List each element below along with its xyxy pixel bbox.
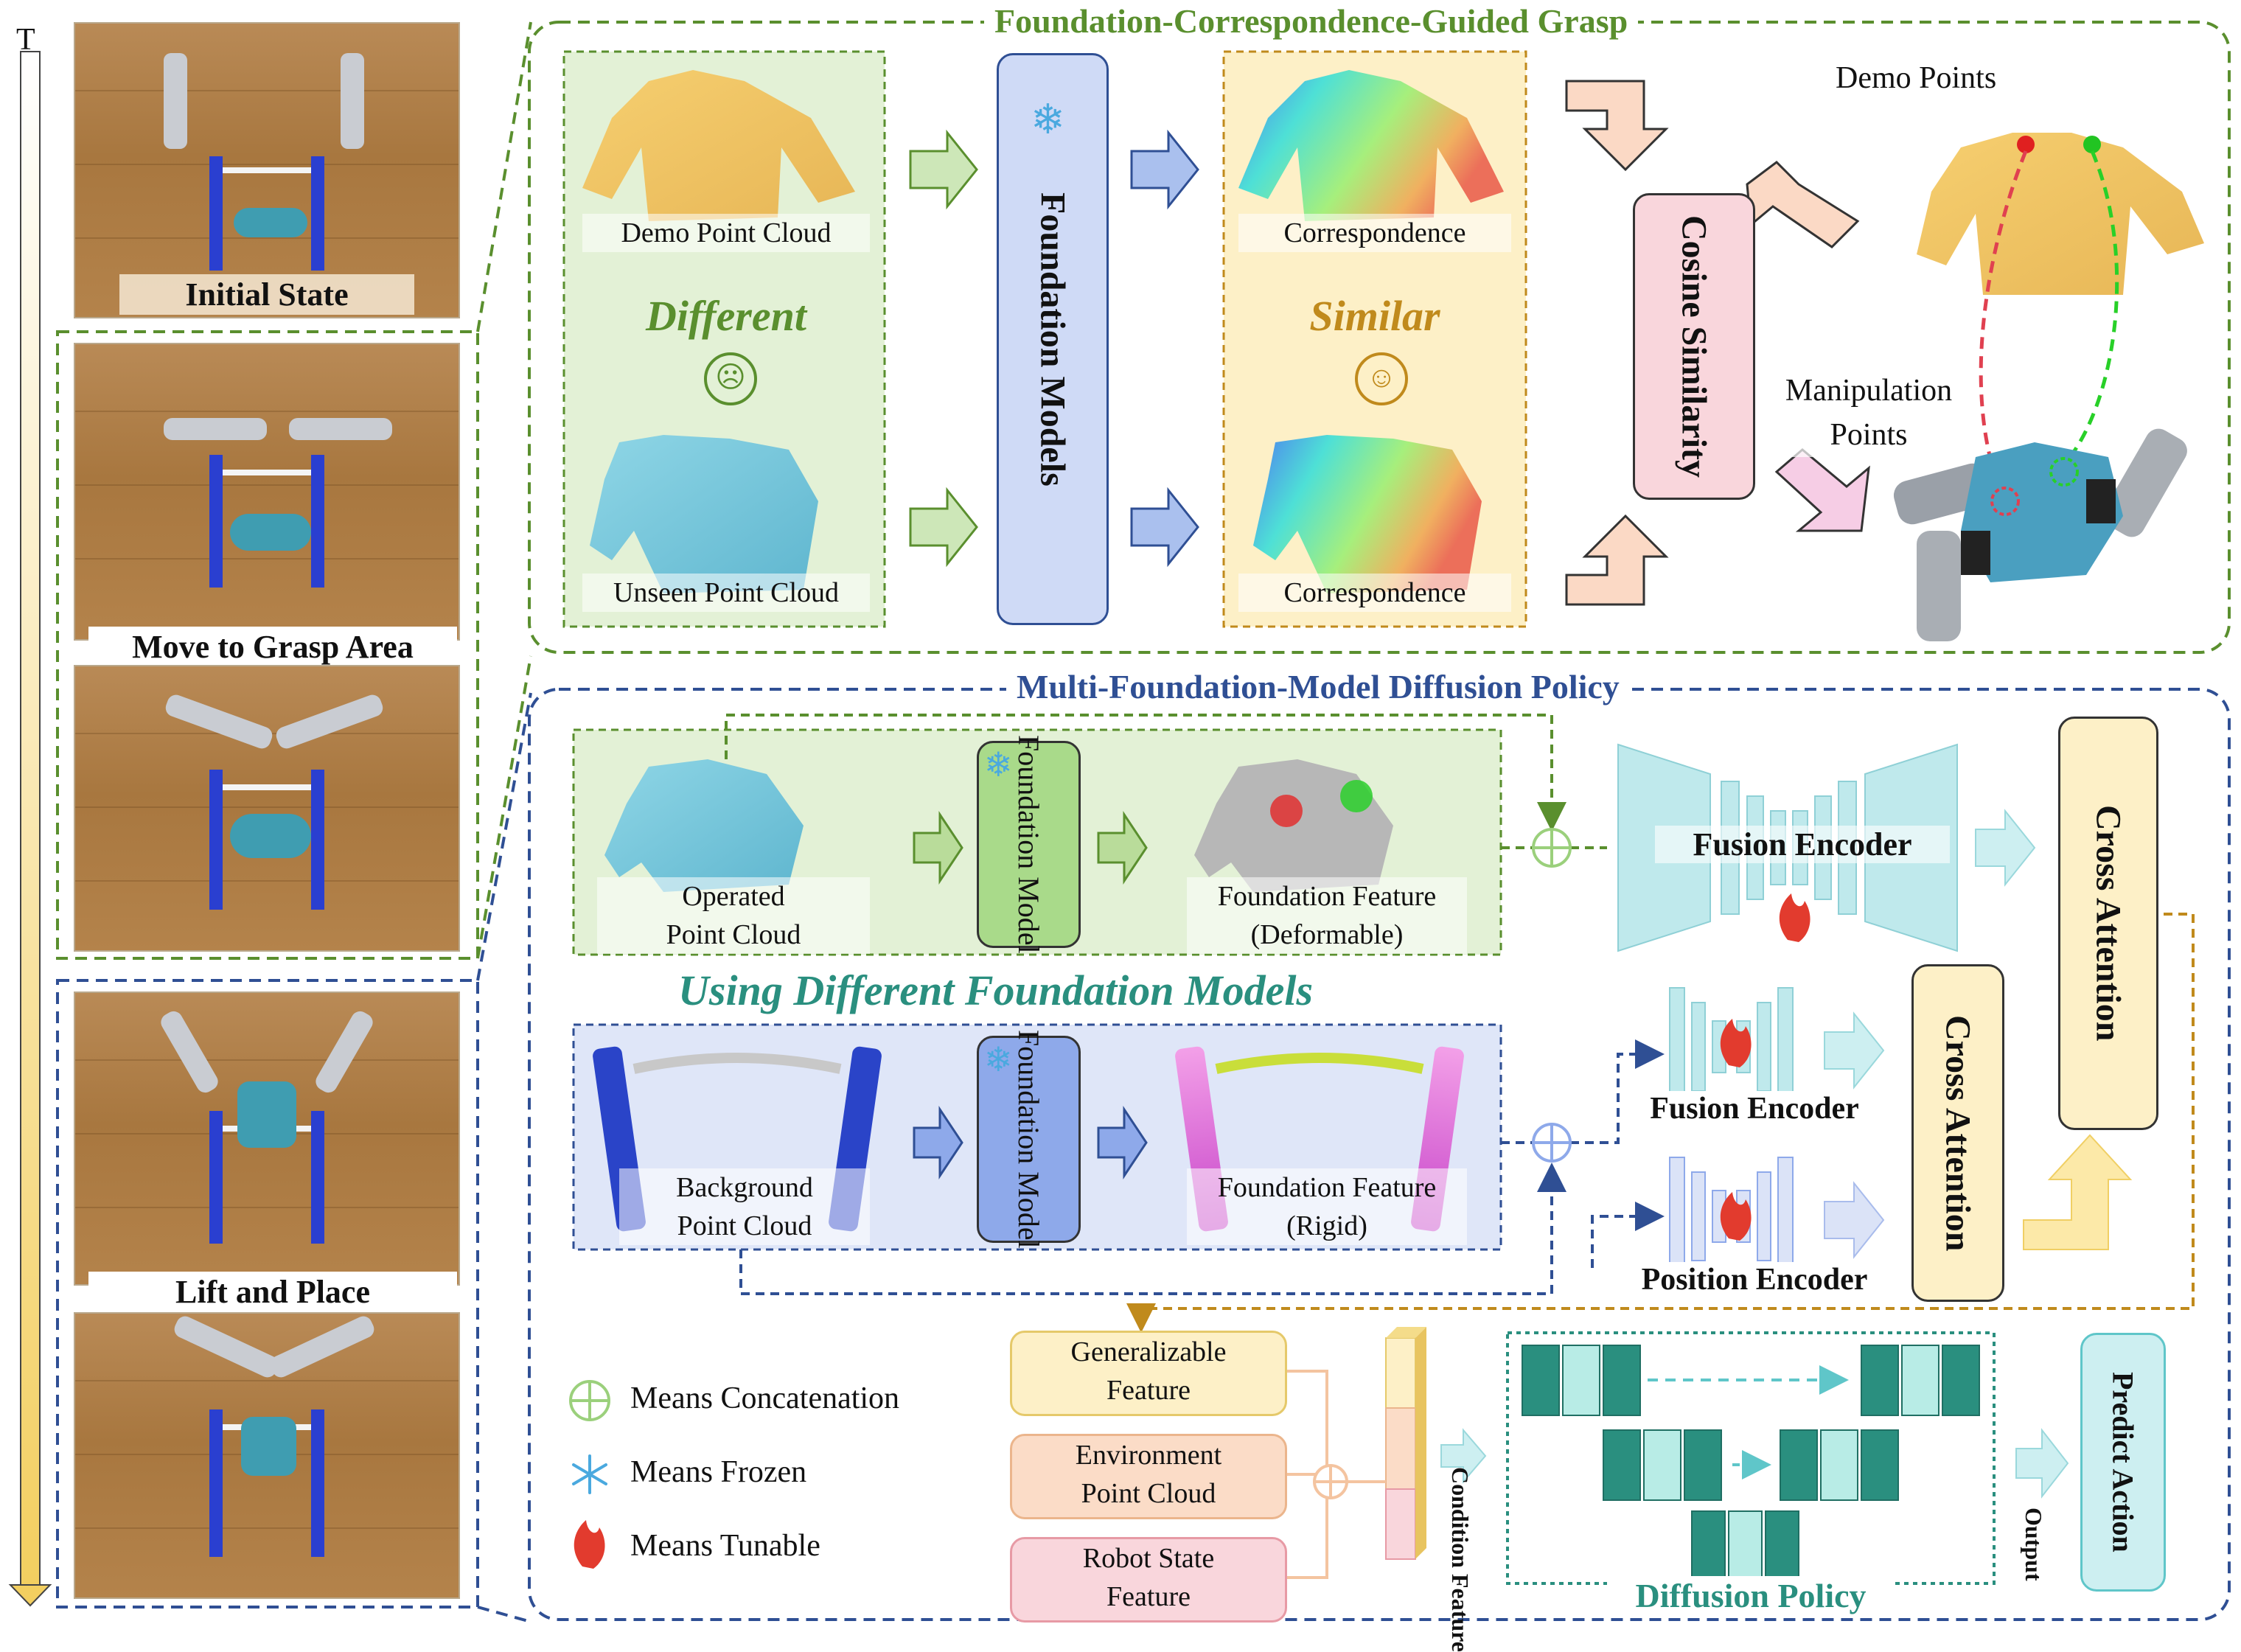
- environment-line1: Environment: [1075, 1440, 1222, 1471]
- generalizable-feature-pill: Generalizable Feature: [1010, 1331, 1287, 1416]
- label-foundation-feature-deformable: Foundation Feature (Deformable): [1187, 877, 1467, 954]
- timeline-label: T: [16, 23, 35, 57]
- operated-line1: Operated: [682, 881, 785, 912]
- concat-circle-green: [1532, 828, 1572, 868]
- environment-point-cloud-pill: Environment Point Cloud: [1010, 1434, 1287, 1519]
- label-similar: Similar: [1309, 292, 1440, 340]
- background-line1: Background: [676, 1172, 813, 1203]
- predict-action-label: Predict Action: [2106, 1372, 2140, 1552]
- robot-state-feature-pill: Robot State Feature: [1010, 1537, 1287, 1623]
- legend-frozen: Means Frozen: [630, 1455, 807, 1489]
- label-correspondence-bottom: Correspondence: [1238, 574, 1511, 612]
- predict-action-box: Predict Action: [2080, 1333, 2166, 1592]
- label-background-point-cloud: Background Point Cloud: [619, 1168, 870, 1245]
- photo-move-grasp-1: [74, 343, 460, 641]
- top-panel-title: Foundation-Correspondence-Guided Grasp: [984, 1, 1639, 41]
- concat-circle-orange: [1313, 1464, 1348, 1499]
- legend-tunable-icon: [574, 1520, 605, 1569]
- label-fusion-encoder-large: Fusion Encoder: [1655, 826, 1950, 863]
- left-blue-frame: [56, 979, 479, 1609]
- yellow-elbow-arrow: [2023, 1134, 2133, 1250]
- concat-circle-blue: [1532, 1123, 1572, 1163]
- label-operated-point-cloud: Operated Point Cloud: [597, 877, 870, 954]
- label-diffusion-policy: Diffusion Policy: [1607, 1576, 1895, 1615]
- foundation-model-box-deformable: Foundation Model: [977, 735, 1081, 954]
- label-condition-feature: Condition Feature: [1447, 1467, 1474, 1652]
- photo-lift-place-2: [74, 1312, 460, 1599]
- foundation-model-box-rigid: Foundation Model: [977, 1030, 1081, 1249]
- background-line2: Point Cloud: [677, 1210, 812, 1241]
- manipulation-scene: [1893, 428, 2187, 641]
- feature-rigid-line2: (Rigid): [1286, 1210, 1367, 1241]
- foundation-feature-deformable-image: [1194, 759, 1393, 892]
- timeline-arrow: [8, 51, 52, 1607]
- label-correspondence-top: Correspondence: [1238, 214, 1511, 252]
- legend-frozen-icon: [572, 1454, 607, 1494]
- cross-attention-large-label: Cross Attention: [2088, 805, 2128, 1042]
- cross-attention-small-box: Cross Attention: [1911, 964, 2004, 1302]
- top-panel-frame: [528, 21, 2231, 654]
- bottom-panel-title: Multi-Foundation-Model Diffusion Policy: [1006, 667, 1630, 706]
- unseen-shirt-image: [590, 435, 818, 593]
- manipulation-points-line1: Manipulation: [1785, 374, 1953, 408]
- robot-state-line2: Feature: [1106, 1581, 1191, 1612]
- foundation-models-label: Foundation Models: [1033, 192, 1073, 487]
- legend-tunable: Means Tunable: [630, 1529, 820, 1563]
- feature-deformable-line1: Foundation Feature: [1217, 881, 1437, 912]
- label-unseen-point-cloud: Unseen Point Cloud: [582, 574, 870, 612]
- tunable-flame-icons: [1720, 893, 1810, 1241]
- feature-deformable-line2: (Deformable): [1250, 919, 1404, 950]
- legend-concat-icon: [569, 1380, 610, 1421]
- label-different: Different: [645, 292, 806, 340]
- block-arrows-green-top: [909, 129, 978, 568]
- operated-line2: Point Cloud: [666, 919, 801, 950]
- diffusion-unet: [1522, 1345, 1980, 1578]
- cosine-similarity-label: Cosine Similarity: [1674, 215, 1714, 478]
- generalizable-line1: Generalizable: [1070, 1336, 1227, 1367]
- feature-rigid-line1: Foundation Feature: [1217, 1172, 1437, 1203]
- correspondence-shirt-top: [1238, 70, 1504, 221]
- caption-lift-and-place: Lift and Place: [88, 1272, 457, 1312]
- diffusion-policy-frame: [1506, 1331, 1996, 1585]
- operated-point-cloud-image: [604, 759, 804, 892]
- frozen-snowflake-icon-b: ❄: [984, 1041, 1013, 1078]
- frozen-snowflake-icon-a: ❄: [984, 746, 1013, 784]
- cross-attention-large-box: Cross Attention: [2058, 717, 2158, 1130]
- foundation-model-label-a: Foundation Model: [1012, 735, 1045, 954]
- robot-state-line1: Robot State: [1082, 1543, 1215, 1574]
- foundation-models-box: Foundation Models: [997, 53, 1109, 625]
- environment-line2: Point Cloud: [1081, 1478, 1216, 1509]
- sad-face-icon: ☹: [704, 352, 757, 405]
- cross-attention-small-label: Cross Attention: [1938, 1014, 1978, 1252]
- block-arrows-blue-top: [1130, 129, 1199, 568]
- correspondence-shirt-bottom: [1253, 435, 1482, 593]
- caption-move-to-grasp: Move to Grasp Area: [88, 627, 457, 667]
- generalizable-line2: Feature: [1106, 1375, 1191, 1406]
- left-green-frame: [56, 330, 479, 960]
- foundation-model-label-b: Foundation Model: [1012, 1030, 1045, 1249]
- photo-move-grasp-2: [74, 665, 460, 952]
- label-output: Output: [2021, 1508, 2047, 1581]
- manipulation-points-line2: Points: [1830, 418, 1908, 452]
- frozen-snowflake-icon: ❄: [1031, 97, 1065, 143]
- label-using-different-models: Using Different Foundation Models: [678, 966, 1314, 1014]
- photo-lift-place-1: [74, 991, 460, 1286]
- demo-shirt-image: [582, 70, 855, 221]
- label-demo-points: Demo Points: [1836, 61, 1997, 95]
- condition-feature-stack: [1385, 1327, 1426, 1560]
- legend-concatenation: Means Concatenation: [630, 1381, 900, 1415]
- caption-initial-state: Initial State: [119, 274, 414, 315]
- label-manipulation-points: Manipulation Points: [1766, 369, 1972, 457]
- label-demo-point-cloud: Demo Point Cloud: [582, 214, 870, 252]
- photo-initial-state: Initial State: [74, 22, 460, 318]
- happy-face-icon: ☺: [1355, 352, 1408, 405]
- label-foundation-feature-rigid: Foundation Feature (Rigid): [1187, 1168, 1467, 1245]
- curved-arrows-peach: [1565, 80, 1870, 606]
- cosine-similarity-box: Cosine Similarity: [1633, 193, 1755, 500]
- label-fusion-encoder-small: Fusion Encoder: [1622, 1091, 1887, 1126]
- label-position-encoder: Position Encoder: [1607, 1262, 1902, 1297]
